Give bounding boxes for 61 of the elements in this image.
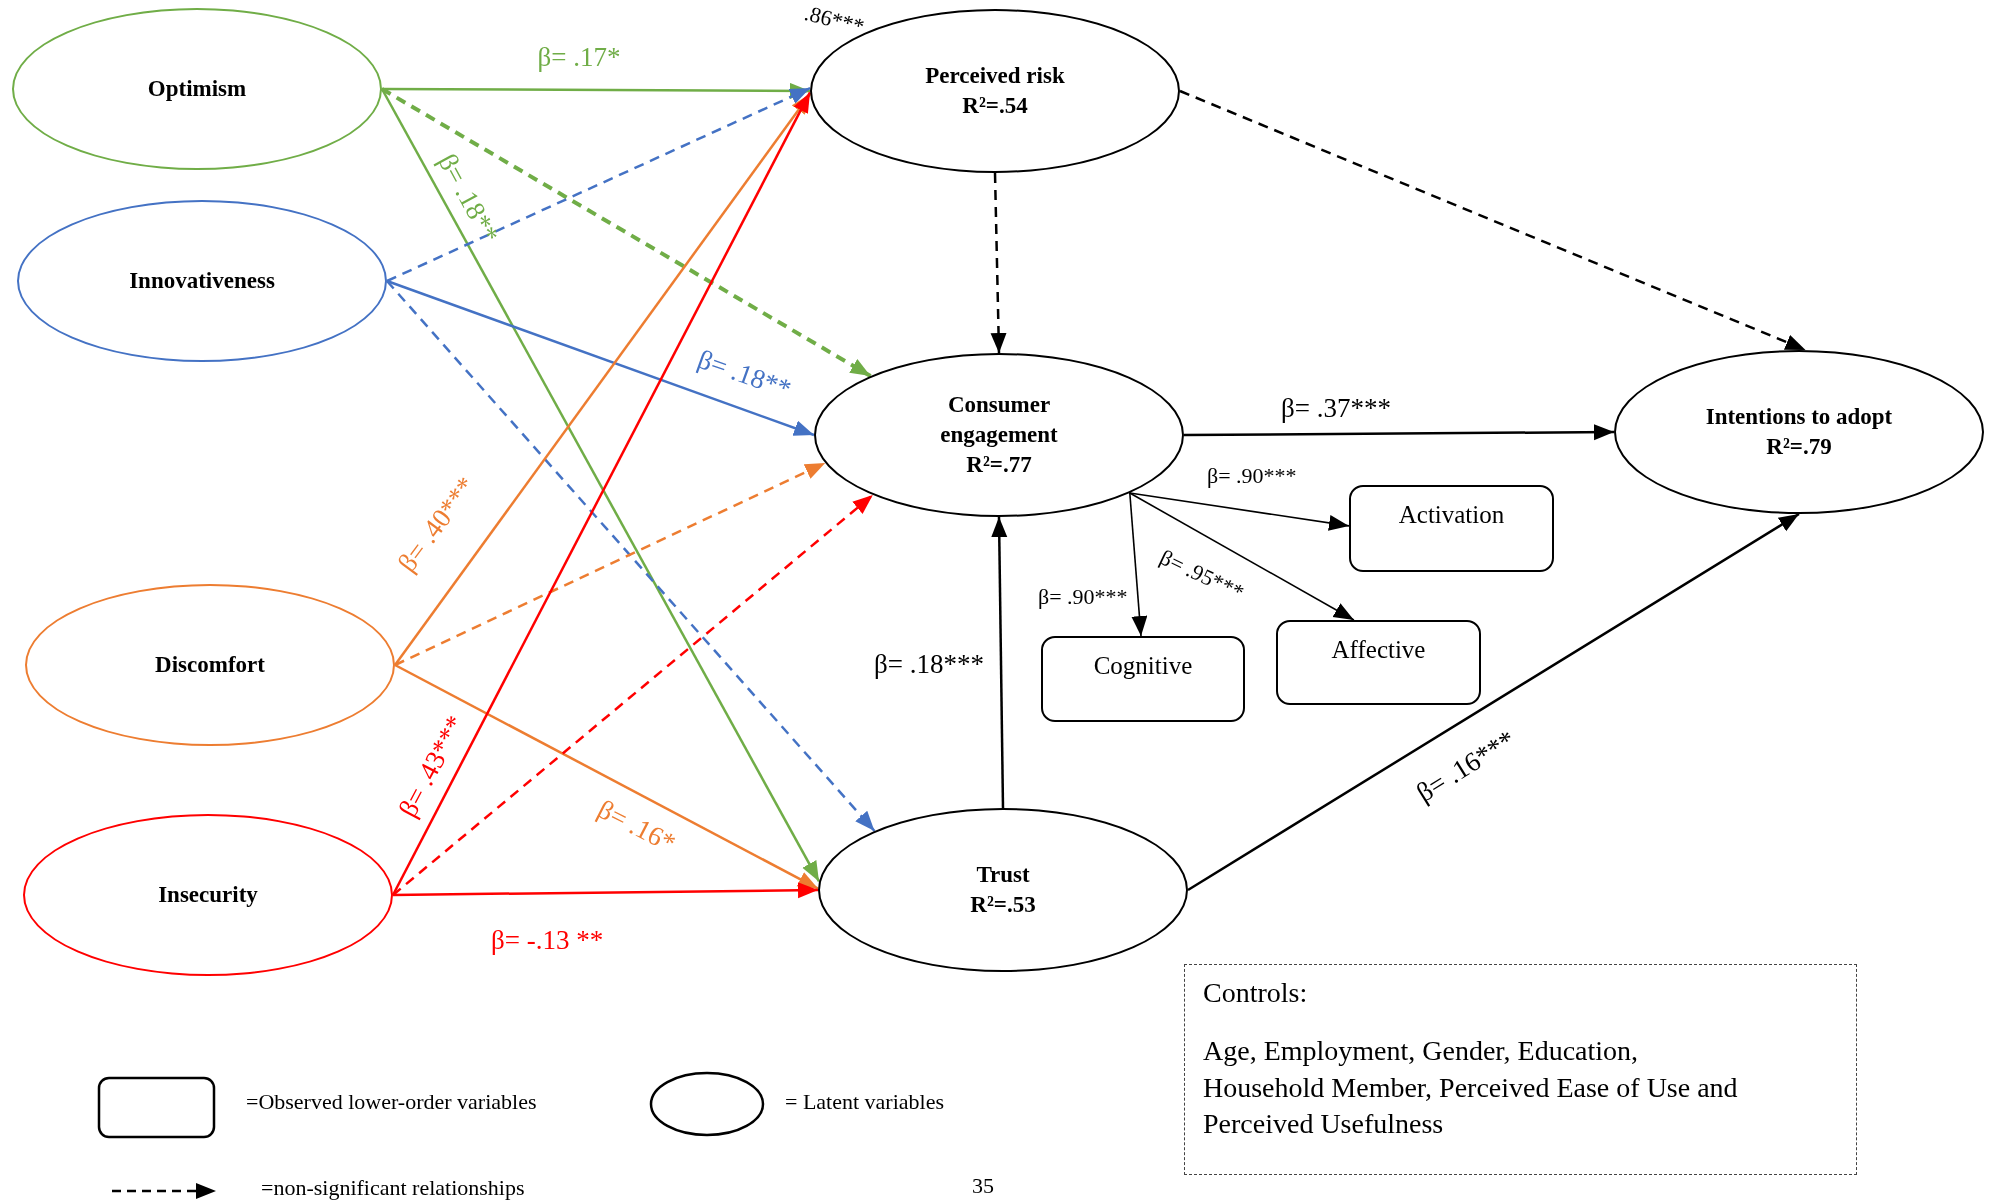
variable-name: Intentions to adopt	[1705, 403, 1893, 432]
variable-name: Optimism	[147, 75, 247, 104]
latent-variable-ellipse	[12, 8, 382, 170]
arrow	[1129, 492, 1350, 531]
r-squared-value: R²=.53	[970, 891, 1036, 919]
arrow	[1184, 424, 1614, 441]
latent-variable-ellipse	[814, 353, 1184, 517]
variable-name: Trust	[976, 861, 1030, 890]
variable-name: Activation	[1398, 501, 1505, 529]
latent-variable-ellipse	[818, 808, 1188, 972]
arrow	[394, 663, 819, 890]
dashed-arrow	[386, 86, 811, 283]
latent-variable-ellipse	[17, 200, 387, 362]
observed-variable-box	[1349, 485, 1554, 572]
variable-name: Innovativeness	[129, 267, 275, 296]
variable-name: Consumer engagement	[939, 391, 1059, 450]
latent-variable-ellipse	[1614, 350, 1984, 514]
r-squared-value: R²=.54	[962, 92, 1028, 120]
dashed-arrow	[386, 280, 876, 832]
variable-name: Insecurity	[158, 881, 258, 910]
dashed-arrow	[990, 172, 1007, 354]
edge-label: β= .17*	[537, 41, 621, 73]
observed-variable-box	[1276, 620, 1481, 705]
note-heading: Controls:	[1203, 976, 1308, 1010]
arrow	[1129, 492, 1148, 637]
dashed-arrow	[1179, 89, 1806, 352]
arrow	[1187, 512, 1800, 892]
r-squared-value: R²=.79	[1766, 433, 1832, 461]
variable-name: Cognitive	[1093, 652, 1193, 680]
latent-variable-ellipse	[25, 584, 395, 746]
edge-label: β= .16*	[592, 793, 680, 859]
edge-label: β= .90***	[1207, 463, 1297, 489]
edge-label: β= .37***	[1281, 392, 1391, 424]
edge-label: β= .43***	[392, 710, 472, 822]
dashed-arrow	[381, 87, 872, 378]
note-text: Age, Employment, Gender, Education, Household Member, Perceived Ease of Use and Perceived Usefulness	[1203, 1034, 1739, 1142]
edge-label: β= .95***	[1155, 544, 1248, 606]
variable-name: Discomfort	[155, 651, 265, 680]
legend-text: = Latent variables	[785, 1089, 944, 1115]
r-squared-value: R²=.77	[966, 450, 1032, 479]
legend-text: =Observed lower-order variables	[246, 1089, 537, 1115]
edge-label: β= -.13 **	[491, 924, 604, 956]
edge-label: β= .18**	[693, 343, 795, 405]
edge-label: β= .18**	[431, 148, 505, 248]
arrow	[393, 882, 818, 899]
arrow	[382, 82, 810, 99]
legend-text: =non-significant relationships	[261, 1175, 525, 1201]
variable-name: Perceived risk	[925, 62, 1065, 91]
coefficient-label: .86***	[801, 0, 867, 40]
dashed-arrow	[394, 461, 826, 667]
arrow	[386, 279, 815, 437]
observed-variable-box	[1041, 636, 1245, 722]
page-number: 35	[972, 1173, 994, 1199]
controls-note-box	[1184, 964, 1857, 1175]
arrow	[991, 517, 1008, 808]
latent-variable-ellipse	[23, 814, 393, 976]
arrow	[1129, 492, 1355, 621]
edge-label: β= .90***	[1038, 584, 1128, 610]
edge-label: β= .18***	[874, 648, 984, 680]
dashed-arrow	[392, 494, 874, 896]
variable-name: Affective	[1331, 636, 1426, 664]
